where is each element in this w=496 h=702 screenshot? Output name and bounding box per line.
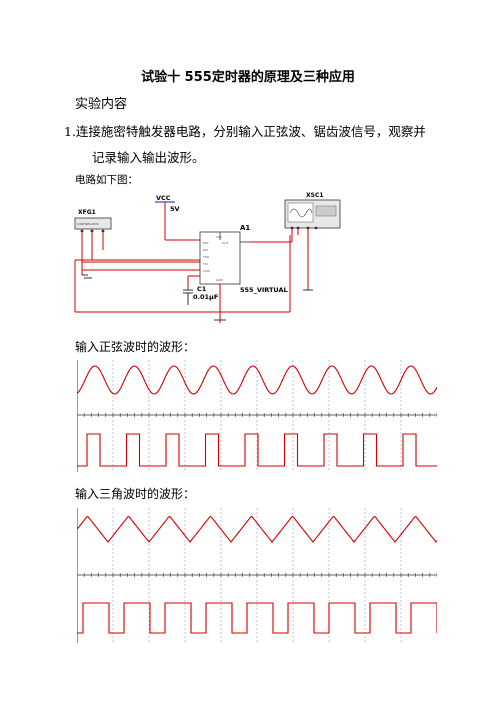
svg-text:TRI: TRI bbox=[202, 262, 208, 266]
chip-label: A1 bbox=[240, 224, 250, 232]
item-text-line1: 1.连接施密特触发器电路，分别输入正弦波、锯齿波信号，观察并 bbox=[64, 124, 426, 139]
triangle-input-trace bbox=[77, 516, 437, 543]
vcc-value: 5V bbox=[170, 205, 180, 213]
sine-input-trace bbox=[77, 365, 437, 395]
svg-text:COM NEG POS: COM NEG POS bbox=[77, 222, 99, 226]
svg-text:DIS: DIS bbox=[203, 248, 208, 252]
generator-label: XFG1 bbox=[78, 209, 96, 216]
chip-model: 555_VIRTUAL bbox=[240, 286, 288, 294]
circuit-caption: 电路如下图： bbox=[75, 174, 138, 186]
sine-waveform-plot bbox=[77, 360, 437, 472]
svg-text:RST: RST bbox=[203, 241, 209, 245]
page-title: 试验十 555定时器的原理及三种应用 bbox=[141, 70, 355, 85]
item-text-line2: 记录输入输出波形。 bbox=[92, 150, 205, 165]
square-output-trace-1 bbox=[77, 433, 437, 467]
cap-label: C1 bbox=[197, 285, 207, 293]
section-heading: 实验内容 bbox=[75, 97, 128, 112]
svg-text:THR: THR bbox=[202, 255, 209, 259]
chip-555 bbox=[199, 231, 241, 285]
svg-text:GND: GND bbox=[216, 278, 224, 282]
function-generator bbox=[74, 217, 112, 230]
vcc-label: VCC bbox=[156, 194, 171, 202]
circuit-diagram: VCC 5V XFG1 COM NEG POS A1 VCC RST DIS T… bbox=[74, 192, 341, 323]
square-output-trace-2 bbox=[77, 602, 437, 634]
sine-caption: 输入正弦波时的波形： bbox=[75, 340, 196, 354]
svg-text:VCC: VCC bbox=[216, 235, 222, 239]
triangle-caption: 输入三角波时的波形： bbox=[75, 487, 196, 501]
svg-text:CON: CON bbox=[203, 269, 210, 273]
triangle-waveform-plot bbox=[77, 508, 437, 643]
cap-value: 0.01μF bbox=[193, 293, 218, 301]
svg-text:OUT: OUT bbox=[222, 241, 229, 245]
scope-label: XSC1 bbox=[306, 192, 324, 199]
